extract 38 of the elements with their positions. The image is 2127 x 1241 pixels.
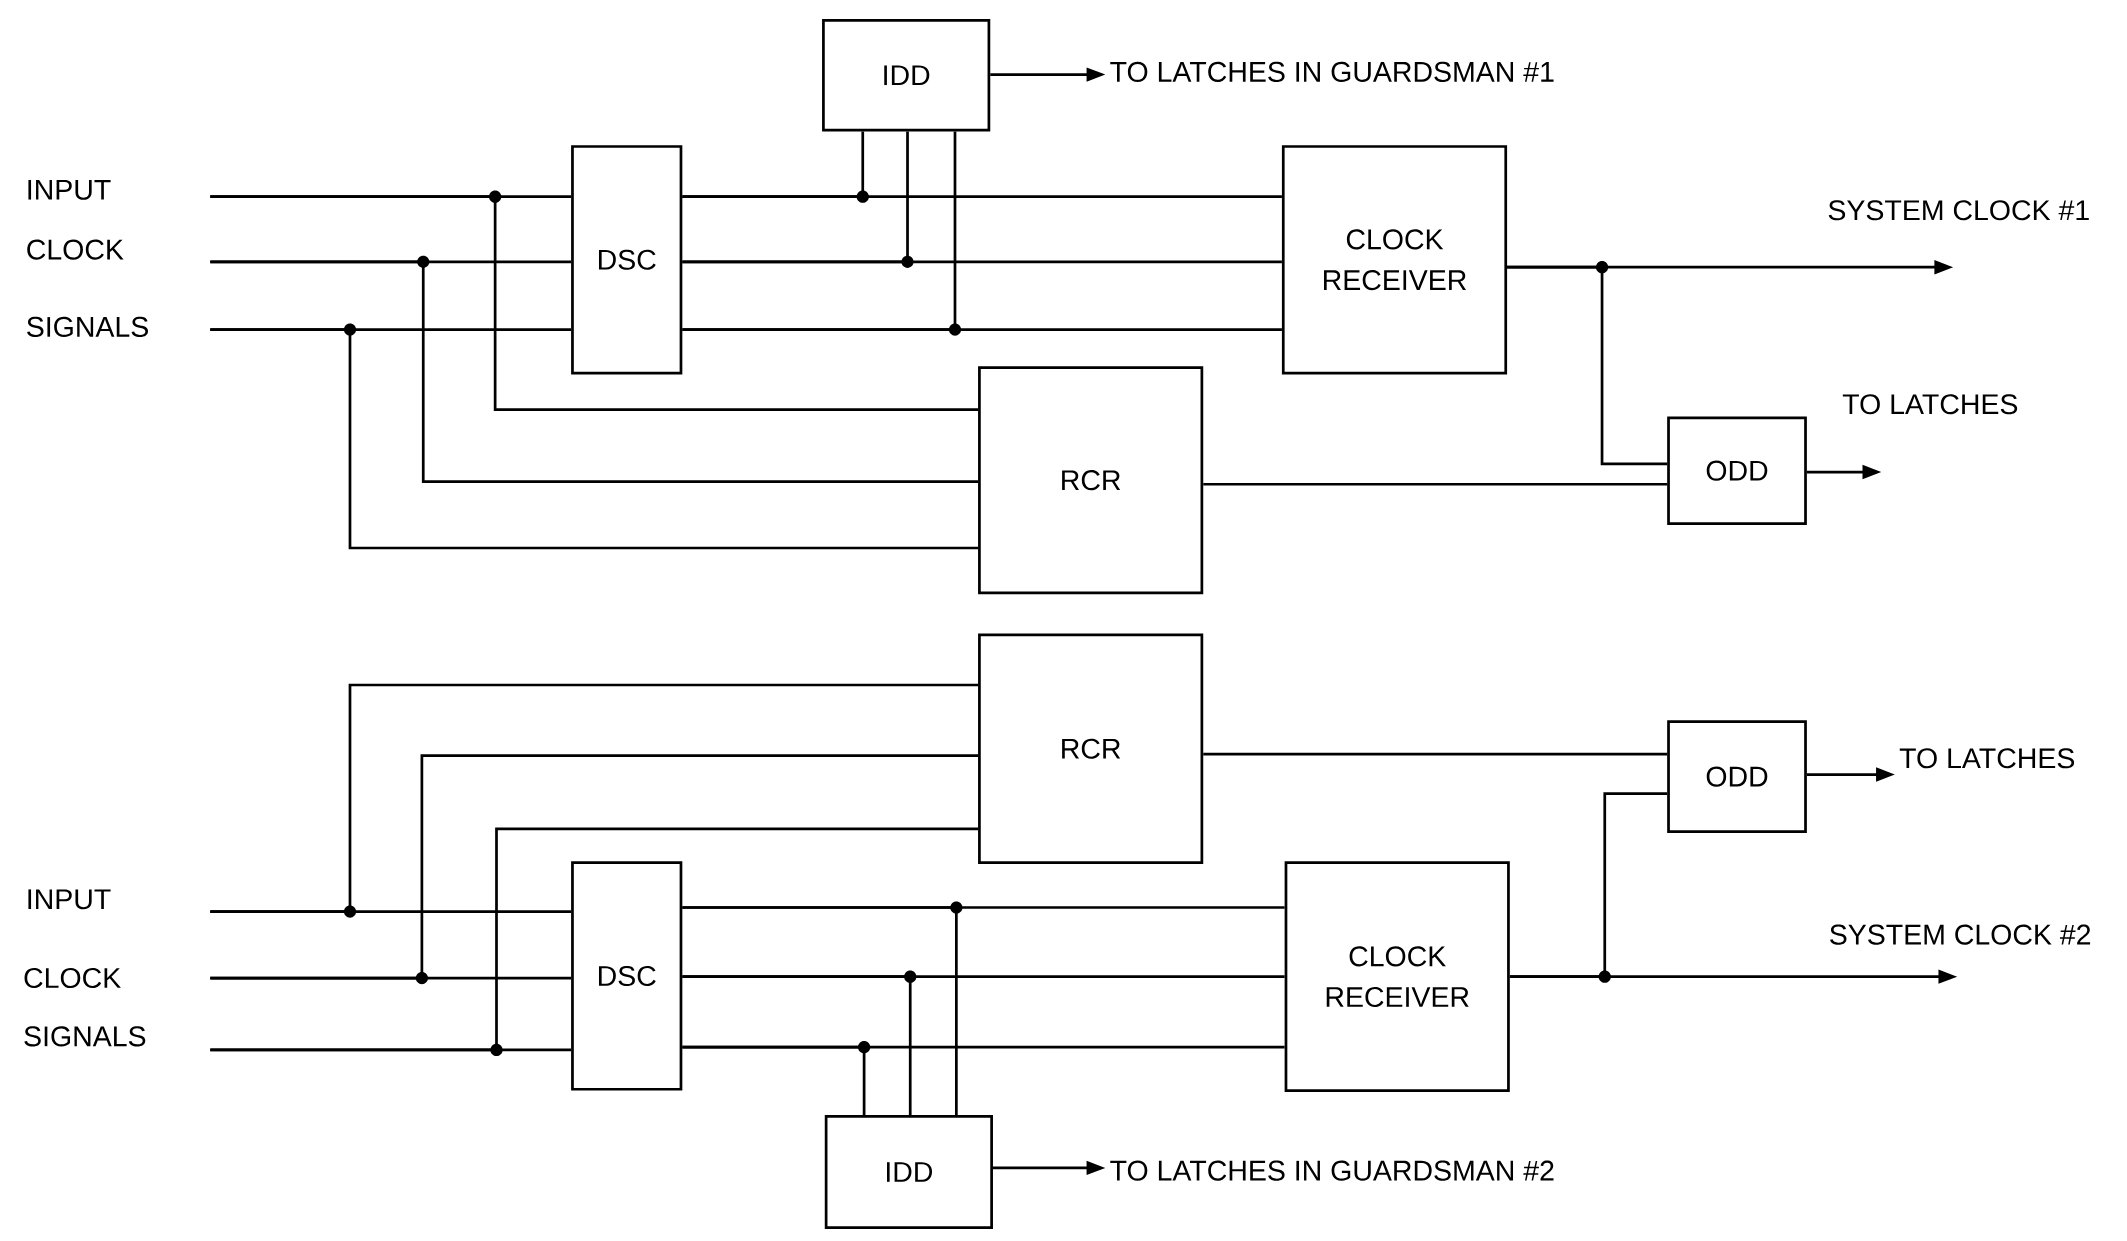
block-box: ODD [1667, 720, 1807, 833]
block-box: IDD [824, 1114, 993, 1229]
block-box: DSC [571, 861, 683, 1091]
wire [682, 906, 958, 1115]
signal-label: CLOCK [27, 239, 124, 260]
block-box: DSC [571, 145, 683, 375]
wire [210, 754, 979, 980]
wire [682, 975, 912, 1115]
block-box: CLOCK RECEIVER [1284, 861, 1510, 1092]
signal-label: SIGNALS [24, 1026, 146, 1047]
signal-label: CLOCK [24, 967, 121, 988]
block-box: IDD [822, 18, 991, 132]
signal-label: INPUT [28, 179, 111, 200]
block-box: ODD [1667, 416, 1807, 525]
wire [682, 131, 865, 198]
output-label: TO LATCHES [1899, 748, 2075, 769]
wire [682, 131, 909, 264]
output-label: TO LATCHES IN GUARDSMAN #2 [1110, 1160, 1554, 1181]
block-box: CLOCK RECEIVER [1281, 145, 1508, 375]
block-box: RCR [978, 366, 1204, 595]
wire [210, 827, 979, 1052]
wire [210, 195, 979, 411]
wire [1203, 752, 1668, 756]
signal-label: INPUT [28, 889, 111, 910]
wire [1507, 265, 1668, 466]
output-label: TO LATCHES IN GUARDSMAN #1 [1110, 61, 1554, 82]
edge-label: SYSTEM CLOCK #2 [1830, 924, 2091, 945]
wire [682, 1045, 866, 1115]
edge-label: TO LATCHES [1842, 394, 2018, 415]
wire [210, 328, 979, 550]
wire [210, 683, 979, 913]
wire [682, 131, 957, 331]
wire [1509, 792, 1668, 978]
edge-label: SYSTEM CLOCK #1 [1828, 200, 2089, 221]
wire [1203, 482, 1668, 486]
block-box: RCR [978, 633, 1204, 864]
signal-label: SIGNALS [27, 316, 148, 337]
wire [210, 260, 979, 483]
